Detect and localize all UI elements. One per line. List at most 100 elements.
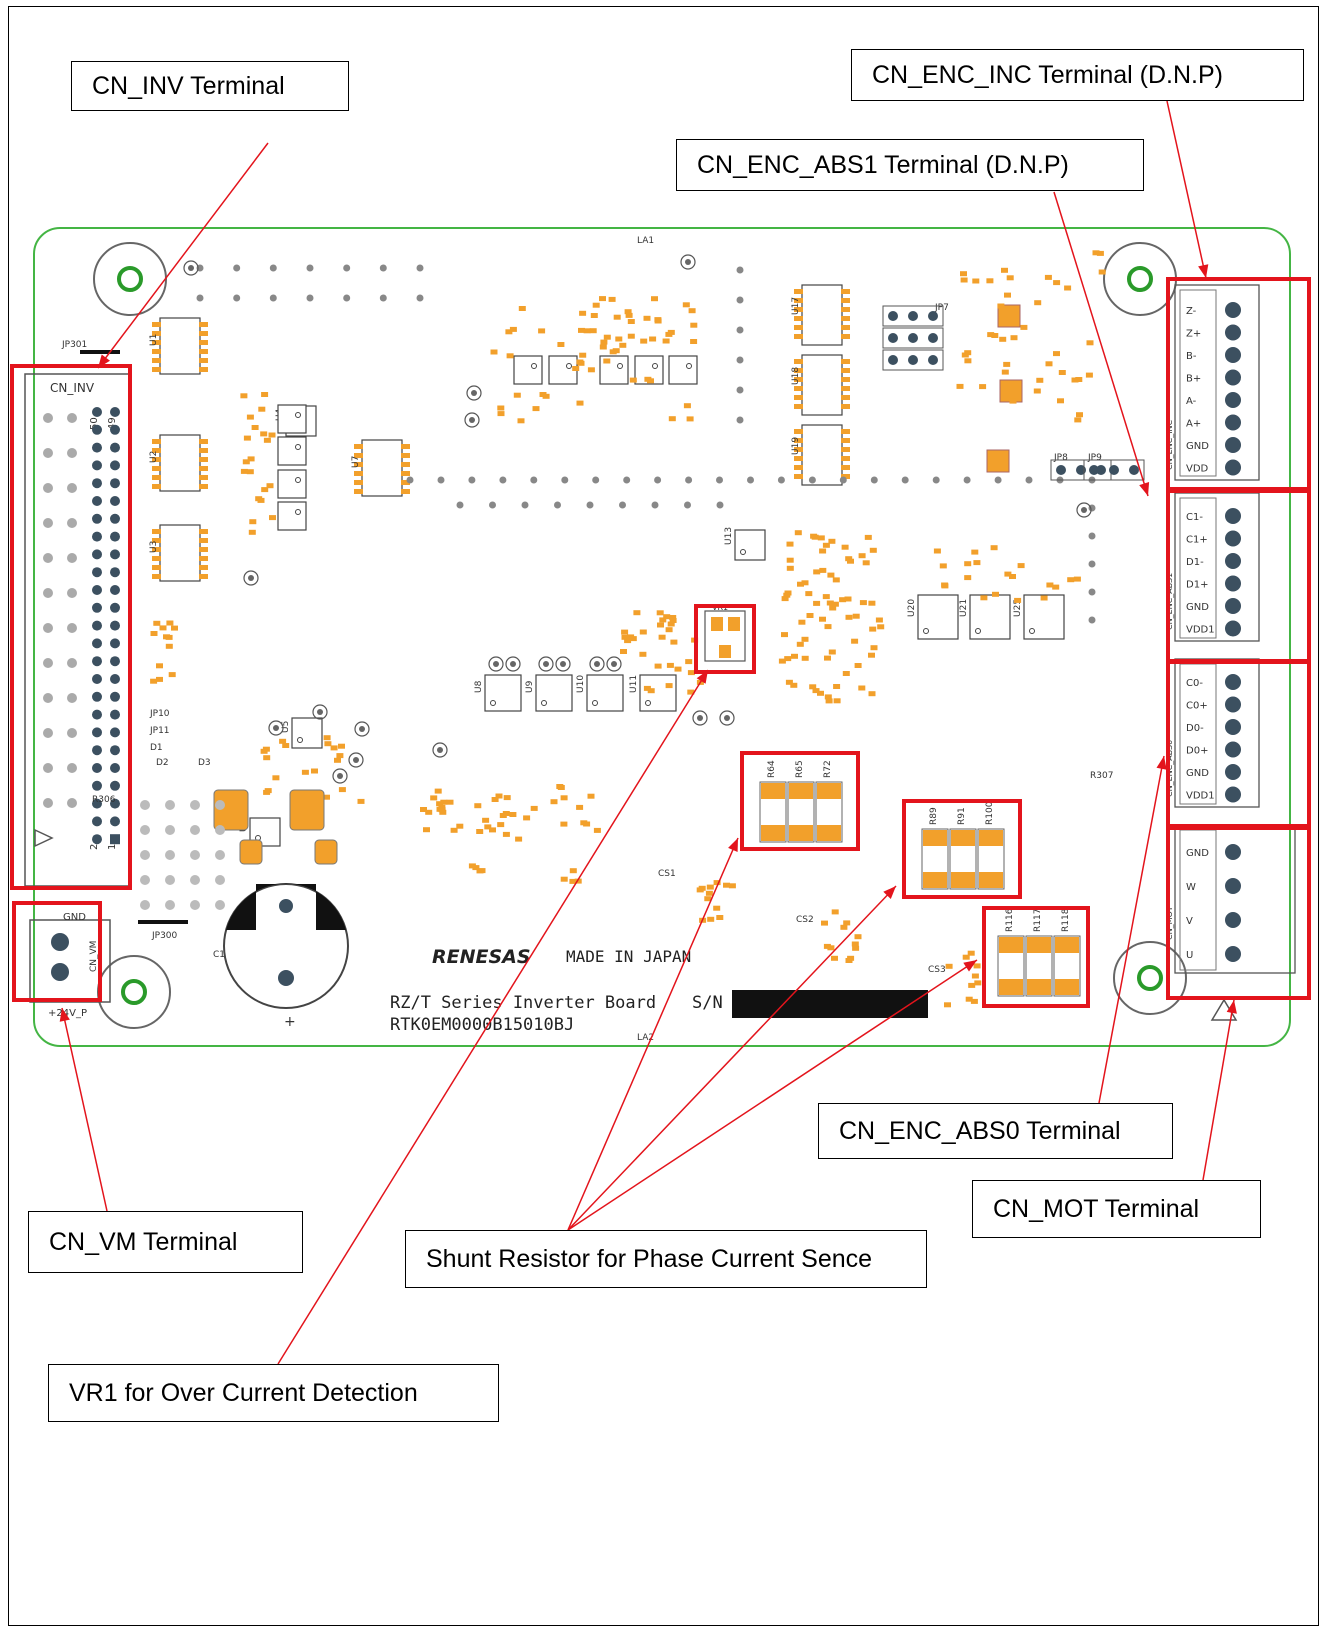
- svg-text:U17: U17: [791, 297, 801, 315]
- cn-vm-gnd-label: GND: [63, 912, 86, 923]
- svg-text:U25: U25: [1013, 599, 1023, 617]
- enc-inc-pin: [1225, 392, 1241, 408]
- silk-label: JP10: [149, 709, 170, 719]
- header-pin: [92, 798, 102, 809]
- ic-body: [291, 717, 323, 749]
- header-pin: [92, 727, 102, 738]
- mounting-holes: [93, 242, 1187, 1029]
- header-pin: [92, 674, 102, 684]
- svg-text:U9: U9: [525, 680, 535, 693]
- test-point: [1076, 502, 1092, 518]
- enc-inc-pin-label: Z-: [1186, 306, 1197, 317]
- silk-label: CS2: [796, 915, 814, 925]
- enc-abs1-pin: [1225, 508, 1241, 524]
- leader-line: [567, 959, 978, 1231]
- enc-abs0-pin-label: GND: [1186, 768, 1209, 779]
- enc-abs1-pin: [1225, 553, 1241, 569]
- highlight-mot: [1166, 826, 1311, 1000]
- via: [67, 413, 77, 423]
- header-pin: [110, 709, 120, 720]
- mot-pin-label: U: [1186, 950, 1193, 961]
- test-point: [183, 260, 199, 276]
- silk-label: R307: [1090, 771, 1113, 781]
- via: [67, 623, 77, 633]
- silk-label: CS1: [658, 869, 676, 879]
- enc-inc-pin-label: GND: [1186, 441, 1209, 452]
- header-pin: [92, 602, 102, 613]
- enc-abs0-pin-label: D0+: [1186, 746, 1208, 757]
- svg-text:U7: U7: [351, 456, 361, 468]
- enc-inc-pin-label: B-: [1186, 351, 1197, 362]
- header-pin: [110, 424, 120, 435]
- test-point: [692, 710, 708, 726]
- via: [43, 798, 53, 808]
- test-point: [354, 721, 370, 737]
- callout-shunt: Shunt Resistor for Phase Current Sence: [405, 1230, 927, 1288]
- enc-abs1-pin-label: VDD1: [1186, 625, 1215, 636]
- header-pin: [110, 585, 120, 595]
- test-point: [243, 570, 259, 586]
- mot-pin: [1225, 946, 1241, 962]
- svg-text:U20: U20: [907, 599, 917, 617]
- svg-text:U2: U2: [149, 451, 159, 463]
- silk-label: JP301: [61, 340, 87, 350]
- sn-block: [732, 990, 928, 1018]
- mot-pin: [1225, 878, 1241, 894]
- enc-inc-pin: [1225, 414, 1241, 431]
- header-pin: [92, 460, 102, 471]
- svg-text:U21: U21: [959, 599, 969, 617]
- ic-body: [535, 674, 573, 712]
- test-point: [488, 656, 504, 672]
- enc-abs0-pin-label: C0+: [1186, 701, 1208, 712]
- header-pin: [110, 567, 120, 578]
- header-pin: [110, 745, 120, 756]
- via: [67, 658, 77, 668]
- ic-body: [801, 354, 843, 416]
- ic-body: [801, 284, 843, 346]
- enc-abs0-pin: [1225, 786, 1241, 803]
- via: [67, 588, 77, 598]
- enc-abs1-pin: [1225, 530, 1241, 547]
- silk-label: C1: [213, 950, 225, 960]
- shunt-label: R64: [767, 760, 777, 778]
- highlight-shunt-b: [902, 799, 1022, 899]
- mot-pin-label: W: [1186, 882, 1196, 893]
- svg-text:U5: U5: [281, 721, 291, 733]
- svg-text:U19: U19: [791, 437, 801, 455]
- vr1-trimmer: VR1: [704, 603, 746, 662]
- enc-abs0-pin: [1225, 741, 1241, 758]
- board-title: RZ/T Series Inverter Board: [390, 993, 656, 1013]
- header-pin: [110, 798, 120, 809]
- ic-body: [801, 424, 843, 486]
- enc-abs0-pin: [1225, 764, 1241, 780]
- header-pin: [110, 531, 120, 542]
- test-point: [268, 720, 284, 736]
- leader-lines: [59, 100, 1237, 1365]
- ic-body: [586, 674, 624, 712]
- enc-abs0-pin-label: C0-: [1186, 678, 1203, 689]
- mot-pin-label: V: [1186, 916, 1193, 927]
- header-pin: [92, 834, 102, 845]
- shunt-label: R118: [1061, 908, 1071, 932]
- header-pin: [92, 478, 102, 489]
- ic-body: [361, 439, 403, 497]
- silk-label: R306: [92, 795, 116, 805]
- header-pin: [110, 549, 120, 560]
- test-point: [589, 656, 605, 672]
- header-pin: [92, 496, 102, 506]
- sn-label: S/N: [692, 993, 723, 1013]
- silk-label: JP300: [151, 931, 178, 941]
- svg-text:U10: U10: [576, 675, 586, 693]
- callout-cn-enc-abs1: CN_ENC_ABS1 Terminal (D.N.P): [676, 139, 1144, 191]
- shunt-label: R91: [957, 807, 967, 825]
- cn-vm-name-label: CN_VM: [89, 941, 99, 972]
- via: [43, 623, 53, 633]
- via: [43, 728, 53, 738]
- via: [43, 483, 53, 493]
- enc-abs0-pin: [1225, 696, 1241, 713]
- header-pin: [110, 407, 120, 417]
- ic-body: [639, 674, 677, 712]
- via: [43, 448, 53, 458]
- header-pin: [110, 442, 120, 453]
